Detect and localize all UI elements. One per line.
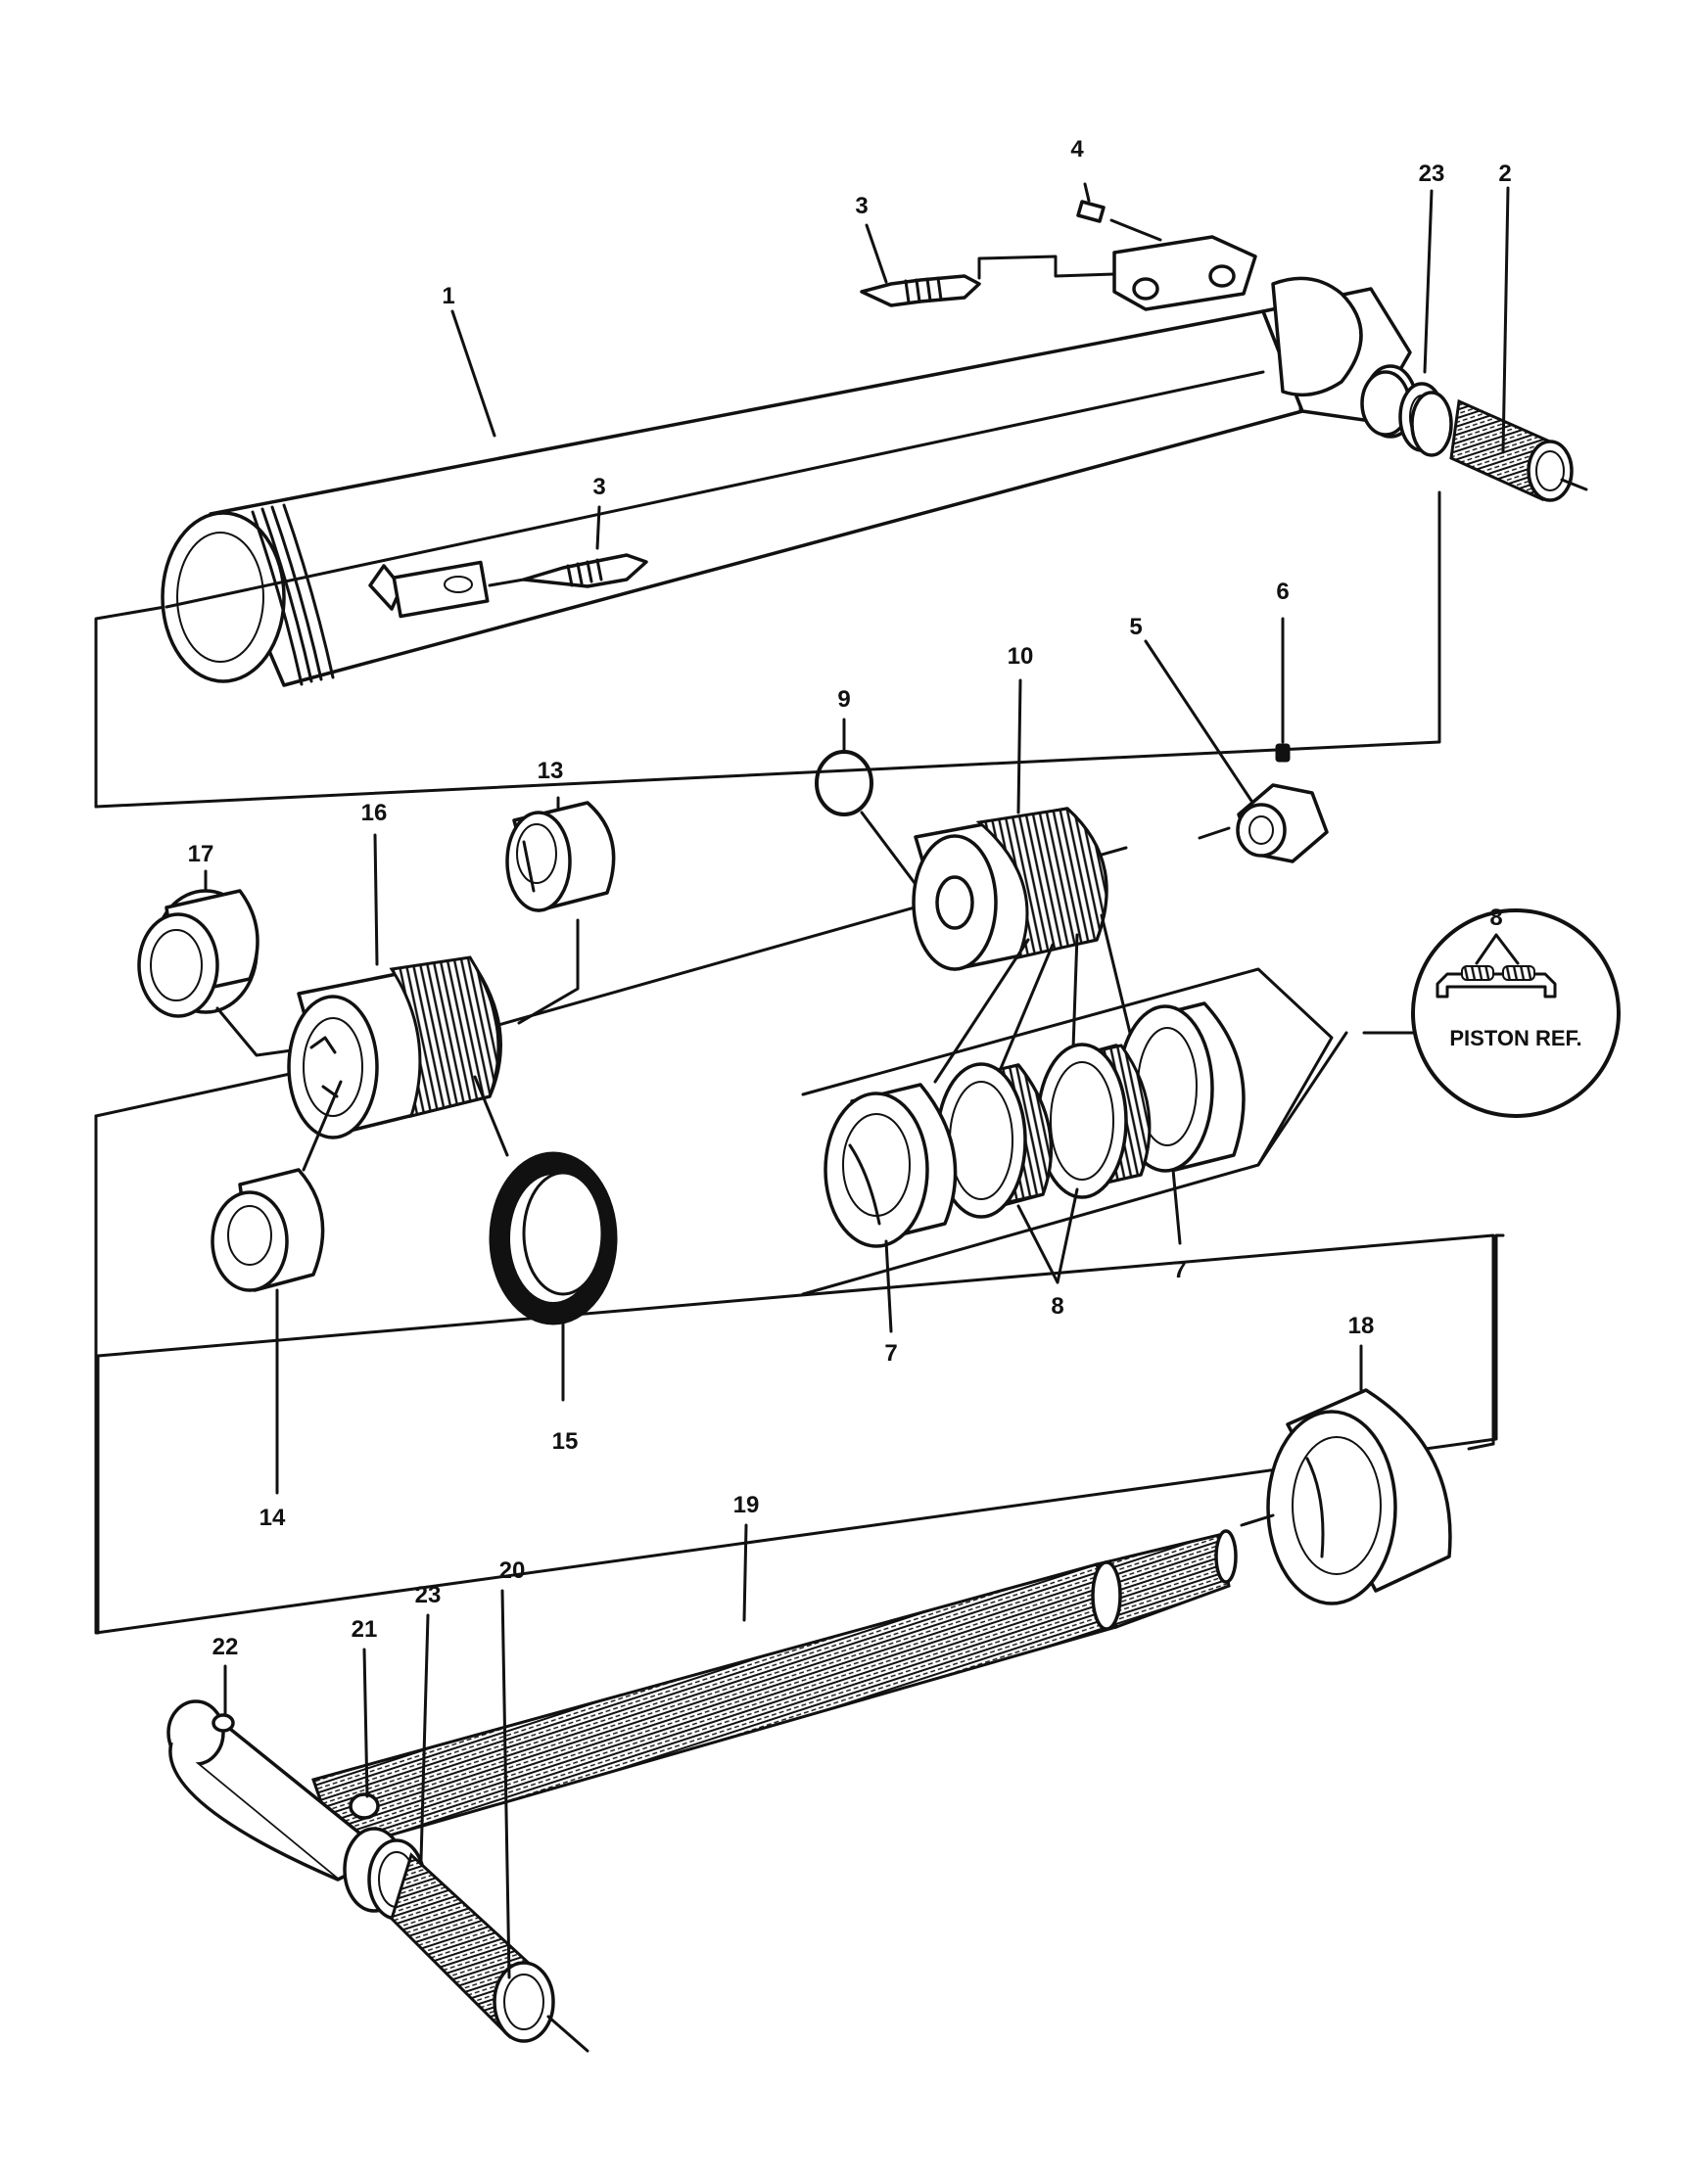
cylinder-barrel [94,200,1441,809]
part-7-8-seal-set [824,1001,1246,1333]
leader-lines [204,182,1510,1979]
label-17: 17 [188,841,214,867]
label-18: 18 [1348,1313,1375,1339]
part-19-piston-rod [166,1529,1238,1882]
label-10: 10 [1008,643,1034,670]
label-13: 13 [538,758,564,784]
piston-ref-caption: PISTON REF. [1449,1026,1581,1050]
label-19: 19 [733,1492,760,1518]
label-22: 22 [212,1634,239,1660]
label-9: 9 [837,686,850,713]
label-1: 1 [442,283,454,309]
label-7-right: 7 [1173,1257,1186,1283]
label-2: 2 [1498,161,1511,187]
label-6: 6 [1276,579,1289,605]
label-16: 16 [361,800,388,826]
part-14-bushing [211,1080,343,1292]
label-8-bottom: 8 [1051,1293,1063,1320]
part-16-gland [287,918,580,1139]
rod-panel [96,1233,1495,1635]
label-23-bottom: 23 [415,1582,442,1608]
label-8-inset: 8 [1489,905,1502,931]
piston-seal-panel [801,967,1348,1296]
label-4: 4 [1070,136,1084,163]
part-18-nut [1240,1388,1452,1605]
barrel-bushing-assembly [1398,382,1588,502]
label-5: 5 [1129,614,1142,640]
label-3-top: 3 [855,193,868,219]
rod-eye-bushing [343,1827,589,2053]
part-13-bushing [505,801,616,912]
label-21: 21 [352,1616,378,1643]
label-3-barrel: 3 [592,474,605,500]
part-17-wiper [137,889,301,1057]
part-5-nut [1236,783,1329,863]
part-15-seal [473,1075,618,1325]
part-6-set-screw [1275,743,1291,763]
label-14: 14 [259,1505,286,1531]
part-10-piston [912,807,1138,1098]
label-15: 15 [552,1428,579,1455]
callout-labels: 1 2 3 3 4 5 6 7 7 8 8 9 10 13 14 15 16 1… [188,136,1512,1660]
label-7-left: 7 [884,1340,897,1367]
label-23-top: 23 [1419,161,1445,187]
label-20: 20 [499,1557,526,1584]
piston-ref-inset: PISTON REF. [1362,908,1621,1118]
